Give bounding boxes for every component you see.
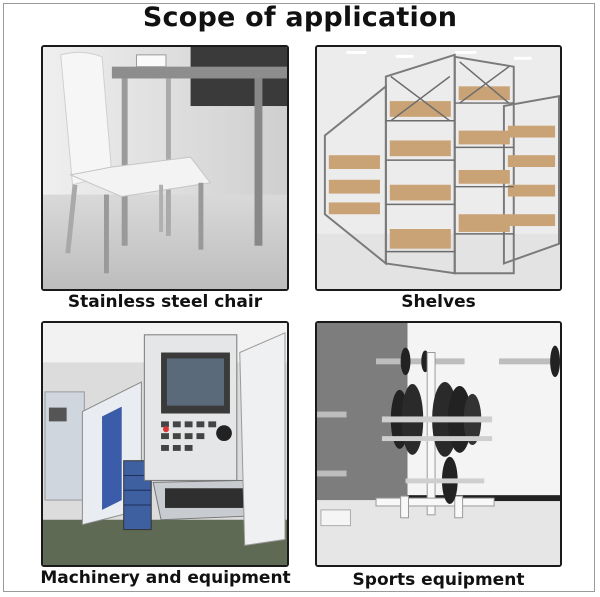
outer-frame: [3, 3, 595, 592]
sports-equipment-image: [315, 321, 562, 567]
machinery-image: [41, 321, 289, 567]
shelves-illustration: [317, 47, 560, 289]
caption-chair: Stainless steel chair: [67, 292, 263, 312]
chair-image: [41, 45, 289, 291]
page-title: Scope of application: [142, 2, 458, 33]
caption-shelves: Shelves: [401, 292, 476, 312]
chair-illustration: [43, 47, 287, 289]
caption-sports: Sports equipment: [352, 570, 525, 590]
caption-machinery: Machinery and equipment: [40, 568, 291, 588]
weight-rack-illustration: [317, 323, 560, 565]
machinery-illustration: [43, 323, 287, 565]
shelves-image: [315, 45, 562, 291]
